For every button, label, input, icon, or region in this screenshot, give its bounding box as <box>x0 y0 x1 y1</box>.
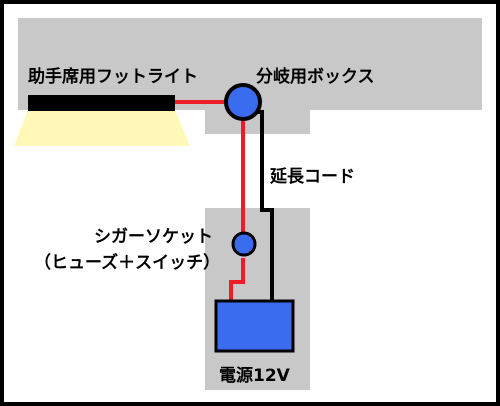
junction-box-label: 分岐用ボックス <box>256 66 375 87</box>
cigar-socket-icon <box>231 231 257 257</box>
power-source-box <box>214 299 295 353</box>
foot-light-glow <box>14 110 190 146</box>
junction-box-icon <box>224 83 262 121</box>
console-panel <box>205 208 310 390</box>
cigar-socket-sublabel: （ヒューズ＋スイッチ） <box>34 252 220 273</box>
black-wire-ground <box>256 110 274 302</box>
cigar-socket-label: シガーソケット <box>94 227 213 247</box>
extension-cord-label: 延長コード <box>269 166 355 187</box>
foot-light-label: 助手席用フットライト <box>28 66 198 87</box>
power-source-label: 電源12V <box>219 365 291 386</box>
foot-light-bar <box>28 95 175 111</box>
wires <box>175 100 274 302</box>
red-wire-socket-to-power <box>229 258 245 302</box>
